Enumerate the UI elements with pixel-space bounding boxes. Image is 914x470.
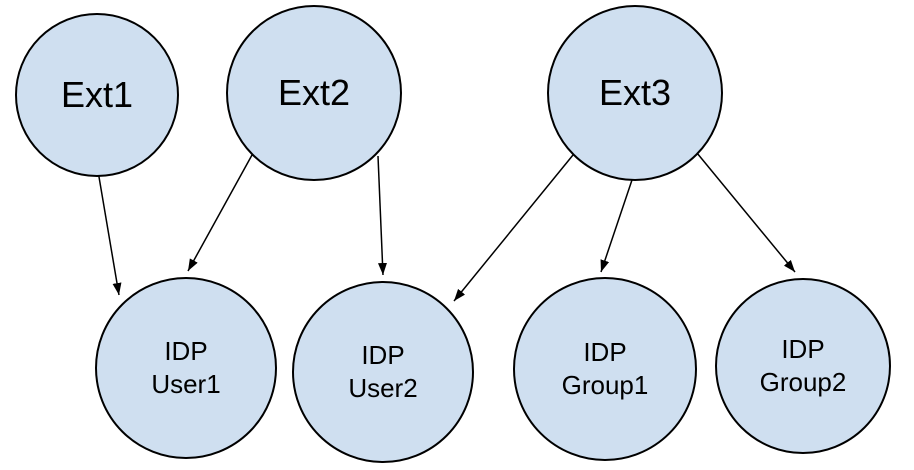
edge-ext3-to-idp-user2: [453, 154, 574, 302]
node-idp-user2-label-line2: User2: [348, 373, 418, 403]
node-idp-user2-label-line1: IDP: [361, 340, 405, 370]
node-ext3: Ext3: [547, 5, 723, 181]
node-idp-user2: IDP User2: [292, 281, 474, 463]
node-idp-group1-label-line1: IDP: [583, 337, 627, 367]
node-ext3-label: Ext3: [598, 72, 672, 114]
edge-ext3-to-idp-group2: [696, 152, 796, 273]
node-idp-group2: IDP Group2: [715, 278, 891, 454]
node-idp-group1-label-line2: Group1: [561, 370, 649, 400]
node-idp-group2-label-line2: Group2: [759, 367, 847, 397]
node-idp-group2-label-line1: IDP: [781, 334, 825, 364]
edge-ext3-to-idp-group1: [600, 176, 634, 273]
node-ext2-label: Ext2: [277, 72, 351, 114]
node-idp-user1: IDP User1: [95, 277, 277, 459]
node-idp-group1: IDP Group1: [513, 277, 697, 461]
node-idp-user1-label-line2: User1: [151, 369, 221, 399]
node-ext1-label: Ext1: [60, 74, 134, 116]
node-ext2: Ext2: [226, 5, 402, 181]
edge-ext2-to-idp-user2: [377, 155, 387, 276]
node-idp-user1-label-line1: IDP: [164, 336, 208, 366]
edge-ext2-to-idp-user1: [187, 154, 253, 272]
node-ext1: Ext1: [15, 13, 179, 177]
edge-ext1-to-idp-user1: [97, 170, 122, 296]
